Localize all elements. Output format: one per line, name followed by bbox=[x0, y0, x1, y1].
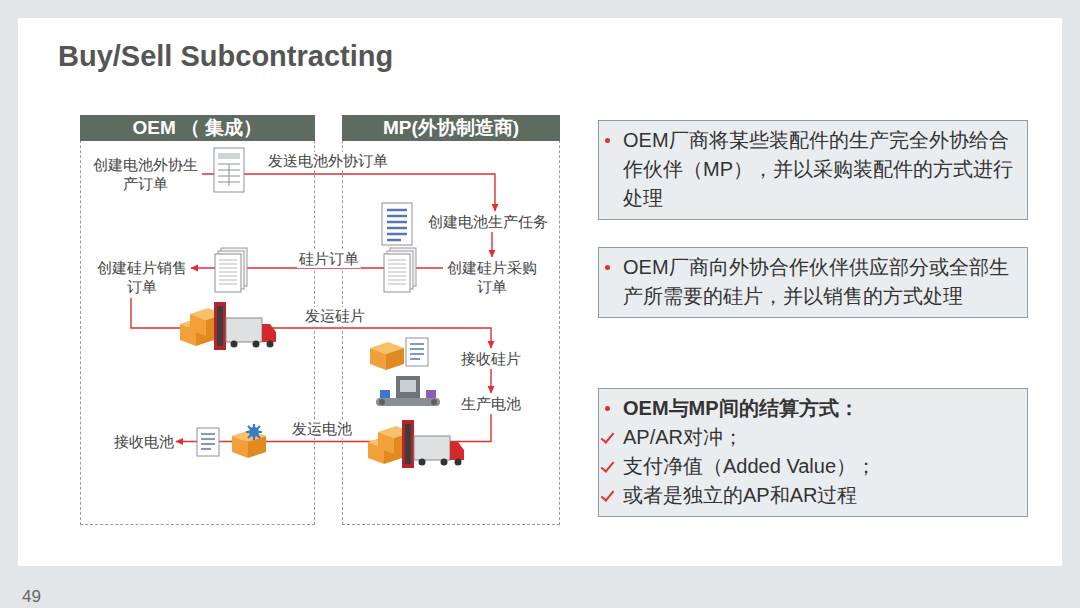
machine-icon bbox=[376, 376, 440, 406]
note-text: 支付净值（Added Value）； bbox=[623, 452, 1019, 481]
swimlane: OEM （ 集成） 创建电池外协生产订单创建硅片销售订单接收电池 bbox=[80, 115, 315, 525]
flow-arrow bbox=[202, 174, 495, 211]
arrow-label: 发运硅片 bbox=[303, 307, 367, 325]
gear-icon bbox=[246, 424, 262, 440]
task-list-icon bbox=[382, 203, 412, 245]
receipt-icon bbox=[406, 338, 428, 366]
note-text: 或者是独立的AP和AR过程 bbox=[623, 481, 1019, 510]
purchase-order-icon bbox=[384, 248, 416, 292]
note-text: OEM厂商向外协合作伙伴供应部分或全部生产所需要的硅片，并以销售的方式处理 bbox=[623, 253, 1019, 311]
process-step: 创建电池外协生产订单 bbox=[91, 155, 200, 193]
note-box: OEM厂商向外协合作伙伴供应部分或全部生产所需要的硅片，并以销售的方式处理 bbox=[598, 247, 1028, 318]
receipt-icon bbox=[197, 428, 219, 456]
step-text: 创建电池外协生产订单 bbox=[91, 155, 200, 193]
arrow-label: 发送电池外协订单 bbox=[266, 152, 390, 170]
slide-title: Buy/Sell Subcontracting bbox=[58, 40, 393, 73]
process-step: 创建硅片采购订单 bbox=[445, 258, 539, 296]
step-text: 生产电池 bbox=[461, 394, 521, 413]
step-text: 接收硅片 bbox=[461, 349, 521, 368]
note-text: OEM与MP间的结算方式： bbox=[623, 394, 1019, 423]
process-step: 创建电池生产任务 bbox=[428, 212, 548, 231]
step-text: 创建硅片销售订单 bbox=[95, 258, 189, 296]
process-step: 生产电池 bbox=[461, 394, 521, 413]
process-step: 创建硅片销售订单 bbox=[95, 258, 189, 296]
note-text: AP/AR对冲； bbox=[623, 423, 1019, 452]
lane-header: MP(外协制造商) bbox=[342, 115, 560, 141]
step-text: 创建电池生产任务 bbox=[428, 212, 548, 231]
note-box: OEM厂商将某些装配件的生产完全外协给合作伙伴（MP），并以采购装配件的方式进行… bbox=[598, 120, 1028, 220]
note-text: OEM厂商将某些装配件的生产完全外协给合作伙伴（MP），并以采购装配件的方式进行… bbox=[623, 126, 1019, 213]
swimlane: MP(外协制造商) 创建电池生产任务创建硅片采购订单接收硅片生产电池 bbox=[342, 115, 560, 525]
sales-order-icon bbox=[215, 248, 247, 292]
flow-arrow bbox=[491, 232, 492, 257]
goods-box-icon bbox=[370, 342, 404, 370]
step-text: 接收电池 bbox=[114, 432, 174, 451]
shipment-icon bbox=[180, 302, 276, 350]
flow-arrow bbox=[490, 369, 491, 393]
arrow-label: 硅片订单 bbox=[297, 250, 361, 268]
note-box: OEM与MP间的结算方式：AP/AR对冲；支付净值（Added Value）；或… bbox=[598, 388, 1028, 517]
shipment-icon bbox=[368, 420, 464, 468]
process-step: 接收电池 bbox=[114, 432, 174, 451]
step-text: 创建硅片采购订单 bbox=[445, 258, 539, 296]
lane-header: OEM （ 集成） bbox=[80, 115, 315, 141]
arrow-label: 发运电池 bbox=[290, 420, 354, 438]
process-step: 接收硅片 bbox=[461, 349, 521, 368]
goods-box-icon bbox=[232, 430, 266, 458]
page-number: 49 bbox=[22, 587, 41, 607]
order-form-icon bbox=[214, 148, 244, 192]
